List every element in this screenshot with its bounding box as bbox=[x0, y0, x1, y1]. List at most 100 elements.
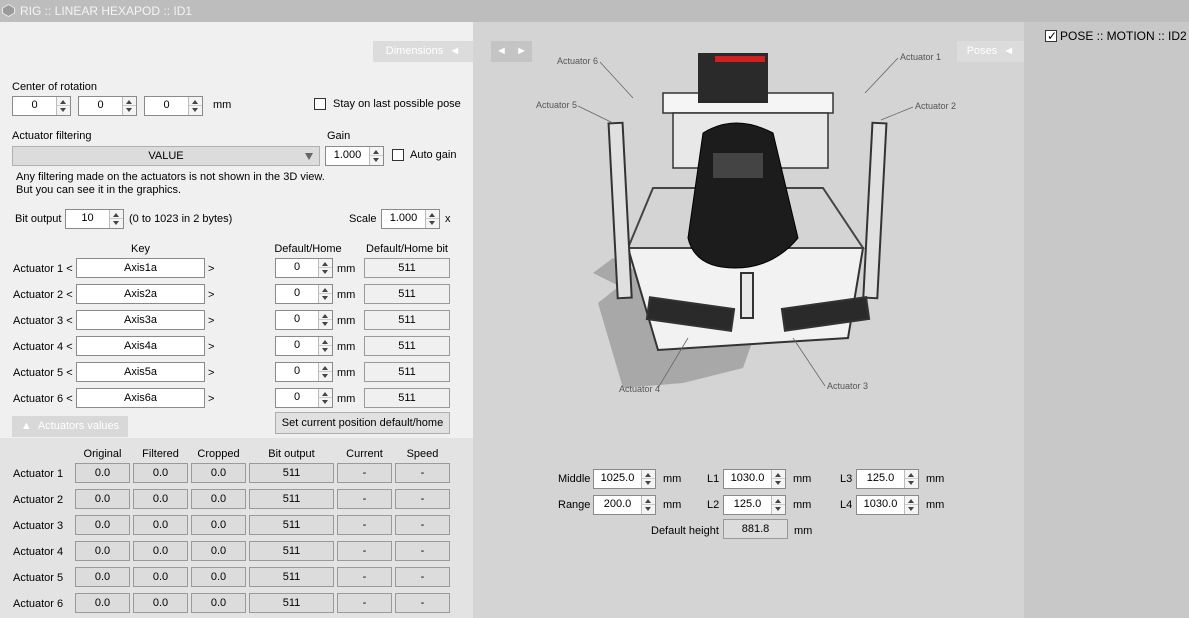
stepper-arrows-icon[interactable] bbox=[318, 311, 332, 329]
actuator-2-key-field[interactable]: Axis2a bbox=[76, 284, 205, 304]
actuator-6-key-field[interactable]: Axis6a bbox=[76, 388, 205, 408]
stepper-arrows-icon[interactable] bbox=[641, 496, 655, 514]
label-actuator-5: Actuator 5 bbox=[536, 100, 577, 110]
actuator-3-key-field[interactable]: Axis3a bbox=[76, 310, 205, 330]
actuator-2-default-stepper[interactable]: 0 bbox=[275, 284, 333, 304]
center-x-stepper[interactable]: 0 bbox=[12, 96, 71, 116]
stepper-arrows-icon[interactable] bbox=[771, 470, 785, 488]
center-y-stepper[interactable]: 0 bbox=[78, 96, 137, 116]
stepper-arrows-icon[interactable] bbox=[318, 337, 332, 355]
stepper-arrows-icon[interactable] bbox=[318, 389, 332, 407]
app-icon bbox=[2, 4, 15, 17]
value-row-2-filtered: 0.0 bbox=[133, 489, 188, 509]
center-z-stepper[interactable]: 0 bbox=[144, 96, 203, 116]
value-row-4-speed: - bbox=[395, 541, 450, 561]
stepper-arrows-icon[interactable] bbox=[425, 210, 439, 228]
value-row-1-speed: - bbox=[395, 463, 450, 483]
actuator-2-default-value: 0 bbox=[293, 287, 301, 299]
range-unit: mm bbox=[663, 499, 682, 511]
actuator-1-bit-value: 511 bbox=[364, 258, 450, 278]
header-current: Current bbox=[346, 448, 383, 460]
actuator-5-gt: > bbox=[208, 367, 215, 379]
l3-stepper[interactable]: 125.0 bbox=[856, 469, 919, 489]
l1-value: 1030.0 bbox=[730, 472, 765, 484]
stepper-arrows-icon[interactable] bbox=[369, 147, 383, 165]
viewer-nav-tabs: ◄ ► bbox=[491, 41, 532, 62]
range-stepper[interactable]: 200.0 bbox=[593, 495, 656, 515]
middle-unit: mm bbox=[663, 473, 682, 485]
tab-actuators-values[interactable]: ▲ Actuators values bbox=[12, 416, 128, 437]
scale-value: 1.000 bbox=[389, 212, 418, 224]
actuator-1-key-field[interactable]: Axis1a bbox=[76, 258, 205, 278]
actuator-5-unit: mm bbox=[337, 367, 356, 379]
scale-stepper[interactable]: 1.000 bbox=[381, 209, 440, 229]
l1-stepper[interactable]: 1030.0 bbox=[723, 469, 786, 489]
center-unit: mm bbox=[213, 99, 232, 111]
value-row-3-label: Actuator 3 bbox=[13, 520, 64, 532]
l2-stepper[interactable]: 125.0 bbox=[723, 495, 786, 515]
actuator-5-key-field[interactable]: Axis5a bbox=[76, 362, 205, 382]
pose-motion-checkbox[interactable]: ✓ bbox=[1045, 29, 1057, 43]
default-height-label: Default height bbox=[651, 525, 719, 537]
pose-panel bbox=[1024, 22, 1189, 618]
actuator-1-gt: > bbox=[208, 263, 215, 275]
value-row-2-bit: 511 bbox=[249, 489, 334, 509]
value-row-1-label: Actuator 1 bbox=[13, 468, 64, 480]
value-row-6-original: 0.0 bbox=[75, 593, 130, 613]
stepper-arrows-icon[interactable] bbox=[318, 285, 332, 303]
stepper-arrows-icon[interactable] bbox=[318, 363, 332, 381]
value-row-2-current: - bbox=[337, 489, 392, 509]
l3-value: 125.0 bbox=[866, 472, 895, 484]
label-actuator-1: Actuator 1 bbox=[900, 52, 941, 62]
actuator-2-bit-value: 511 bbox=[364, 284, 450, 304]
actuator-4-key-field[interactable]: Axis4a bbox=[76, 336, 205, 356]
l4-unit: mm bbox=[926, 499, 945, 511]
default-height-unit: mm bbox=[794, 525, 813, 537]
value-row-1-current: - bbox=[337, 463, 392, 483]
stepper-arrows-icon[interactable] bbox=[56, 97, 70, 115]
actuator-4-unit: mm bbox=[337, 341, 356, 353]
l1-label: L1 bbox=[707, 473, 720, 485]
actuator-1-label: Actuator 1 < bbox=[13, 263, 73, 275]
nav-left-icon[interactable]: ◄ bbox=[496, 45, 507, 57]
actuator-1-default-value: 0 bbox=[293, 261, 301, 273]
actuator-5-default-stepper[interactable]: 0 bbox=[275, 362, 333, 382]
gain-stepper[interactable]: 1.000 bbox=[325, 146, 384, 166]
l3-label: L3 bbox=[840, 473, 853, 485]
tab-dimensions[interactable]: Dimensions ◄ bbox=[373, 41, 473, 62]
l4-stepper[interactable]: 1030.0 bbox=[856, 495, 919, 515]
value-row-5-bit: 511 bbox=[249, 567, 334, 587]
value-row-4-current: - bbox=[337, 541, 392, 561]
stay-last-pose-checkbox[interactable] bbox=[314, 98, 326, 110]
actuator-6-default-value: 0 bbox=[293, 391, 301, 403]
auto-gain-checkbox[interactable] bbox=[392, 149, 404, 161]
bit-output-stepper[interactable]: 10 bbox=[65, 209, 124, 229]
actuator-4-default-stepper[interactable]: 0 bbox=[275, 336, 333, 356]
stepper-arrows-icon[interactable] bbox=[904, 470, 918, 488]
stepper-arrows-icon[interactable] bbox=[318, 259, 332, 277]
filtering-dropdown[interactable]: VALUE bbox=[12, 146, 320, 166]
header-original: Original bbox=[83, 448, 122, 460]
actuator-6-label: Actuator 6 < bbox=[13, 393, 73, 405]
collapse-left-icon: ◄ bbox=[449, 45, 461, 57]
stay-last-pose-label: Stay on last possible pose bbox=[333, 98, 461, 110]
actuator-1-default-stepper[interactable]: 0 bbox=[275, 258, 333, 278]
value-row-3-cropped: 0.0 bbox=[191, 515, 246, 535]
stepper-arrows-icon[interactable] bbox=[109, 210, 123, 228]
stepper-arrows-icon[interactable] bbox=[122, 97, 136, 115]
stepper-arrows-icon[interactable] bbox=[771, 496, 785, 514]
stepper-arrows-icon[interactable] bbox=[188, 97, 202, 115]
hexapod-rig-illustration: Actuator 6 Actuator 5 Actuator 1 Actuato… bbox=[536, 52, 956, 394]
auto-gain-label: Auto gain bbox=[410, 149, 457, 161]
middle-stepper[interactable]: 1025.0 bbox=[593, 469, 656, 489]
actuator-3-default-stepper[interactable]: 0 bbox=[275, 310, 333, 330]
nav-right-icon[interactable]: ► bbox=[516, 45, 527, 57]
set-default-home-button[interactable]: Set current position default/home bbox=[275, 412, 450, 434]
stepper-arrows-icon[interactable] bbox=[904, 496, 918, 514]
actuator-4-label: Actuator 4 < bbox=[13, 341, 73, 353]
actuator-2-label: Actuator 2 < bbox=[13, 289, 73, 301]
tab-poses[interactable]: Poses ◄ bbox=[957, 41, 1024, 62]
header-filtered: Filtered bbox=[142, 448, 179, 460]
stepper-arrows-icon[interactable] bbox=[641, 470, 655, 488]
actuator-6-default-stepper[interactable]: 0 bbox=[275, 388, 333, 408]
